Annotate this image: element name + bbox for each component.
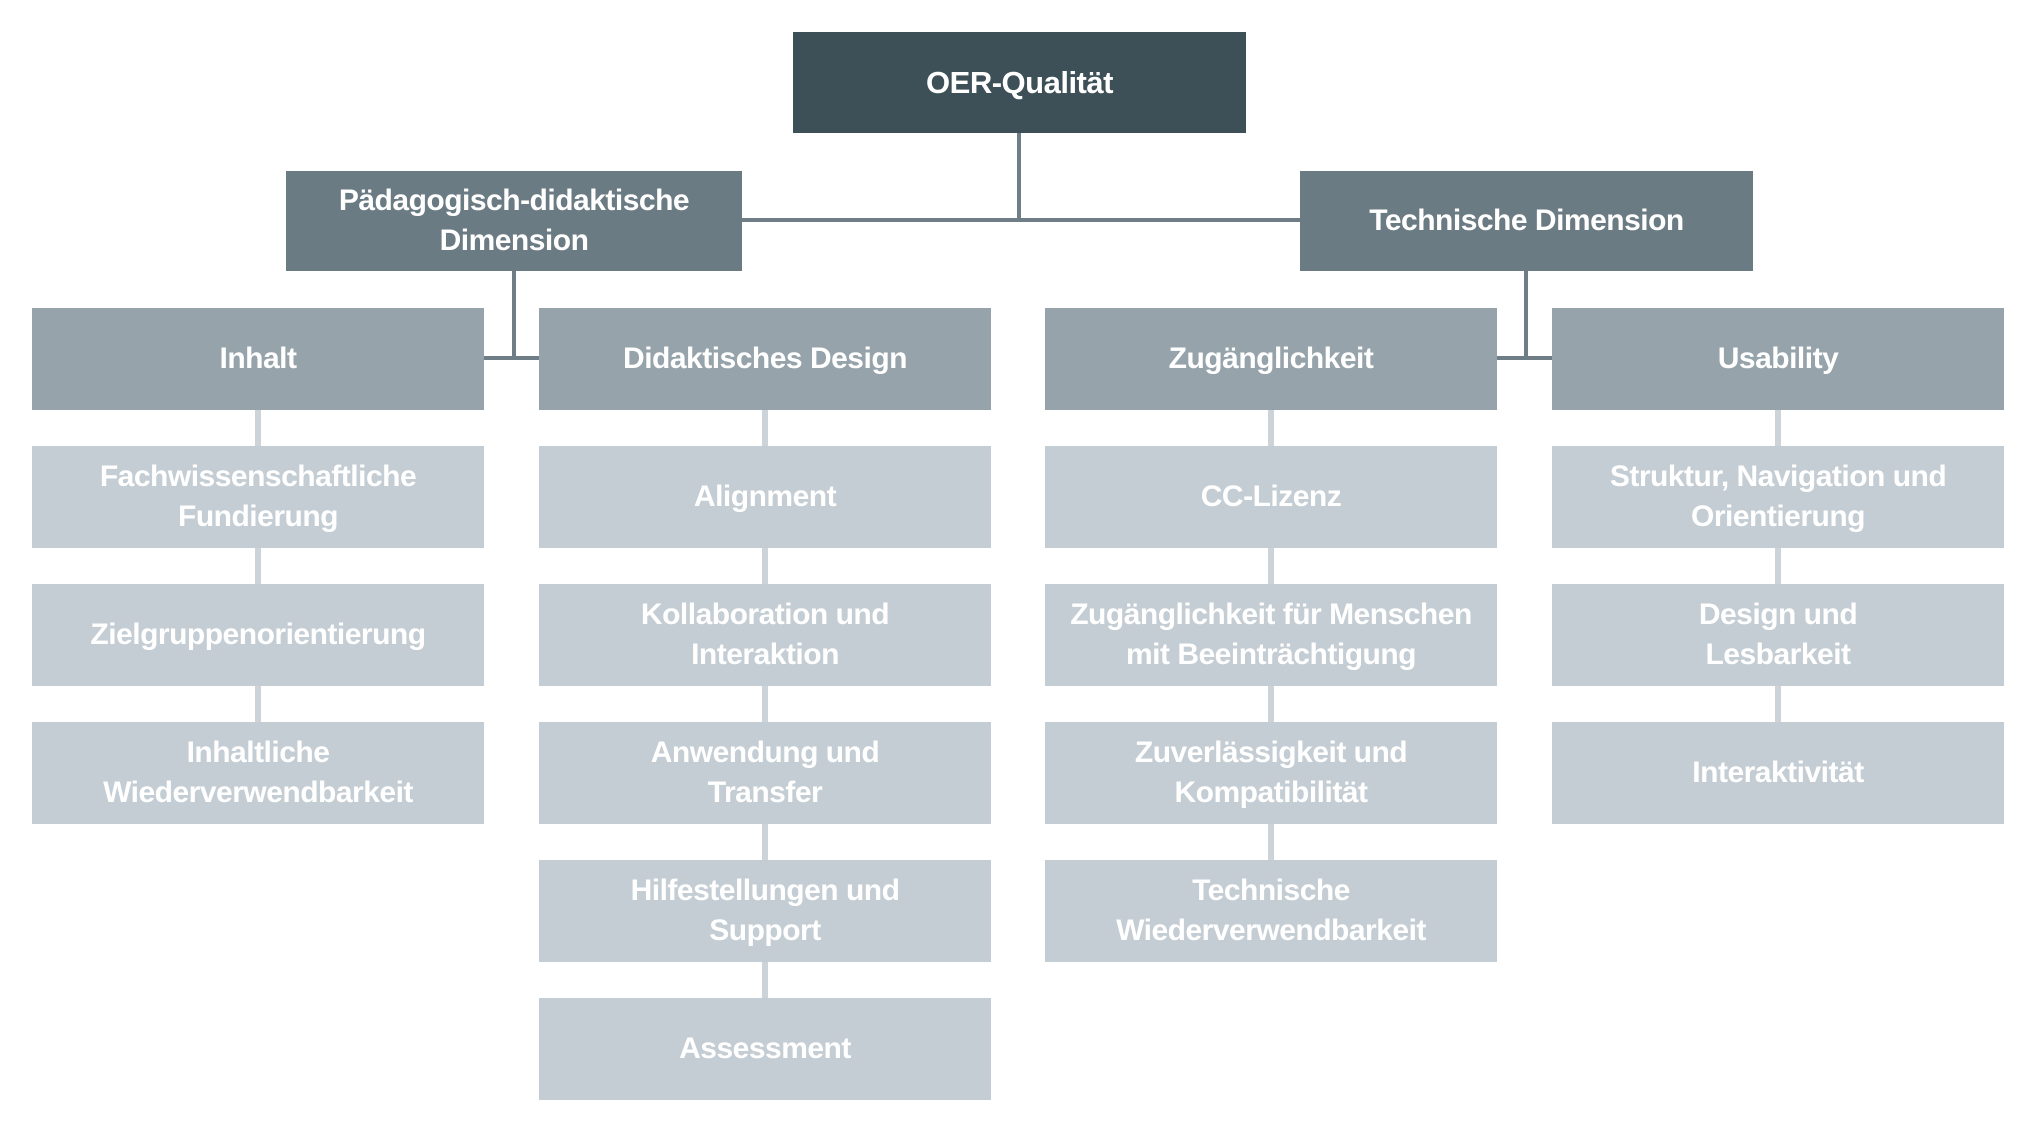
item-node: Zuverlässigkeit und Kompatibilität [1045, 722, 1497, 824]
connector-col3-4 [1268, 824, 1274, 860]
connector-col3-2 [1268, 548, 1274, 584]
connector-col1-2 [255, 548, 261, 584]
item-node: CC-Lizenz [1045, 446, 1497, 548]
category-header-usability: Usability [1552, 308, 2004, 410]
root-node-oer-qualitaet: OER-Qualität [793, 32, 1246, 133]
dimension-node-paedagogisch-didaktisch: Pädagogisch-didaktische Dimension [286, 171, 742, 271]
connector-col2-1 [762, 410, 768, 446]
connector-col3-1 [1268, 410, 1274, 446]
item-node: Anwendung und Transfer [539, 722, 991, 824]
connector-dim2-stub [1497, 356, 1552, 360]
dimension-node-technisch: Technische Dimension [1300, 171, 1753, 271]
item-node: Assessment [539, 998, 991, 1100]
item-node: Struktur, Navigation und Orientierung [1552, 446, 2004, 548]
connector-dim1-vertical [512, 271, 516, 360]
item-node: Design und Lesbarkeit [1552, 584, 2004, 686]
connector-root-vertical [1017, 132, 1021, 222]
item-node: Interaktivität [1552, 722, 2004, 824]
item-node: Alignment [539, 446, 991, 548]
item-node: Zugänglichkeit für Menschen mit Beeinträ… [1045, 584, 1497, 686]
item-node: Kollaboration und Interaktion [539, 584, 991, 686]
connector-dim2-vertical [1524, 271, 1528, 360]
connector-col1-3 [255, 686, 261, 722]
item-node: Zielgruppenorientierung [32, 584, 484, 686]
connector-col3-3 [1268, 686, 1274, 722]
connector-col2-4 [762, 824, 768, 860]
item-node: Technische Wiederverwendbarkeit [1045, 860, 1497, 962]
category-header-inhalt: Inhalt [32, 308, 484, 410]
item-node: Inhaltliche Wiederverwendbarkeit [32, 722, 484, 824]
connector-dimensions-horizontal [742, 218, 1300, 222]
item-node: Hilfestellungen und Support [539, 860, 991, 962]
connector-col4-3 [1775, 686, 1781, 722]
category-header-didaktisches-design: Didaktisches Design [539, 308, 991, 410]
category-header-zugaenglichkeit: Zugänglichkeit [1045, 308, 1497, 410]
connector-col4-1 [1775, 410, 1781, 446]
item-node: Fachwissenschaftliche Fundierung [32, 446, 484, 548]
connector-col1-1 [255, 410, 261, 446]
connector-col2-5 [762, 962, 768, 998]
connector-col2-2 [762, 548, 768, 584]
connector-dim1-stub [484, 356, 539, 360]
connector-col4-2 [1775, 548, 1781, 584]
connector-col2-3 [762, 686, 768, 722]
